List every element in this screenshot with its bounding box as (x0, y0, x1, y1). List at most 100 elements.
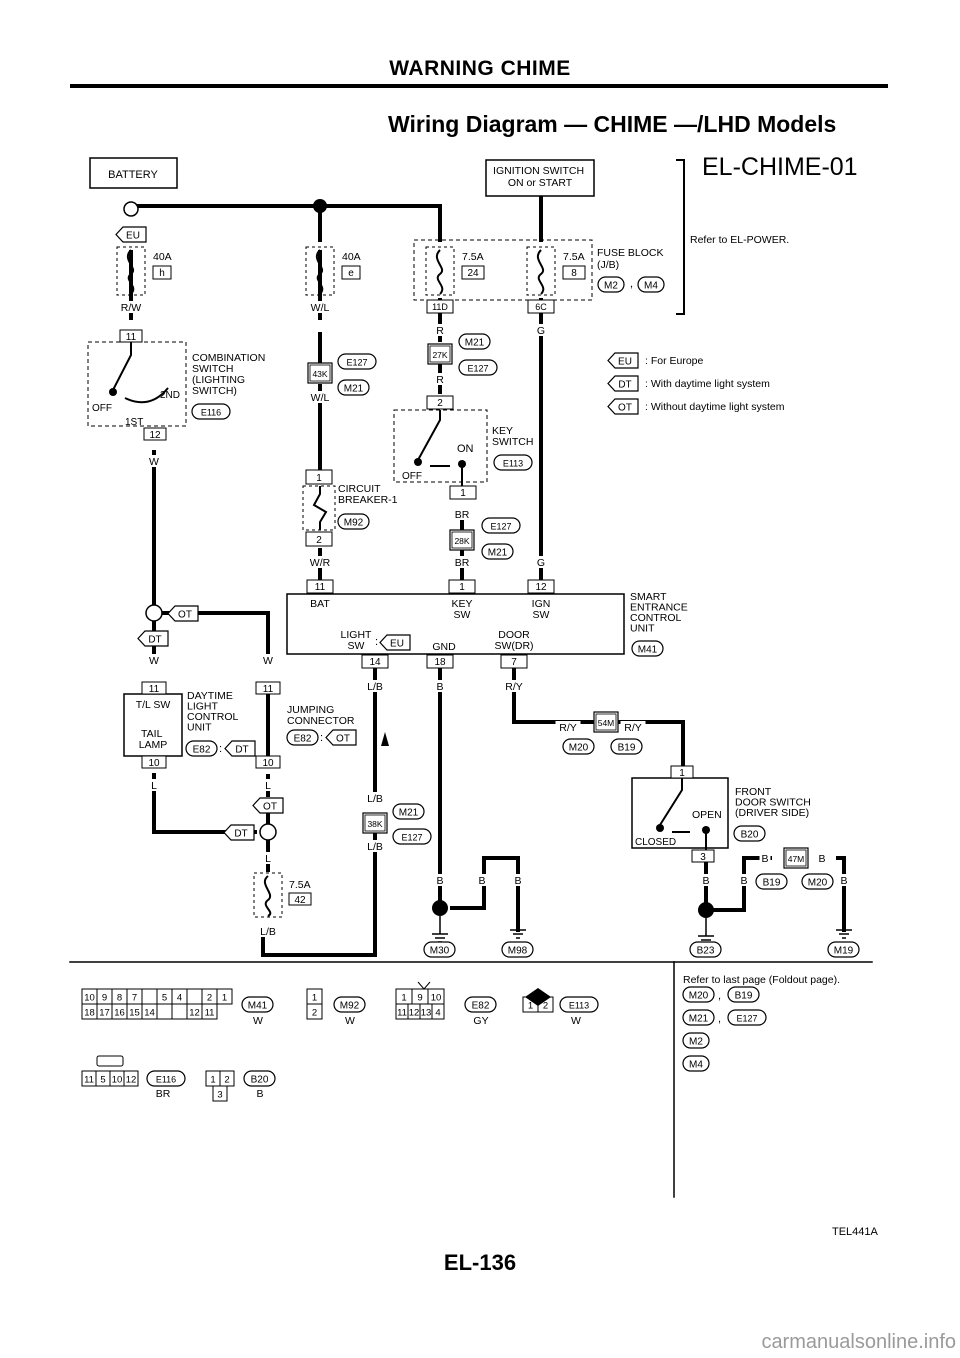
fuse-block-comma: , (630, 278, 633, 290)
view-m92-pin-1: 1 (312, 993, 317, 1004)
tag-e113-text: E113 (503, 459, 523, 469)
view-m41-pin-7: 7 (132, 993, 137, 1004)
smart-label: SMART ENTRANCE CONTROL UNIT (630, 591, 691, 635)
page-number: EL-136 (443, 1250, 517, 1275)
wire-label-26: B (740, 875, 747, 887)
tag-m92-text: M92 (344, 518, 364, 529)
opt-eu-battery-text: EU (126, 231, 140, 242)
view-tag-e82: E82 (464, 996, 497, 1013)
door-line1: FRONT (735, 786, 772, 798)
jumping-term-11: 11 (263, 684, 274, 695)
tag-m21-d-text: M21 (399, 808, 419, 819)
wire-label-13: L/B (367, 681, 383, 693)
view-e116-pin-12: 12 (126, 1075, 137, 1086)
view-e82-top-pin-9: 9 (417, 993, 422, 1004)
view-b20-pin-1: 1 (210, 1075, 215, 1086)
tag-b20-text: B20 (741, 830, 759, 841)
view-e82-top-pin-1: 1 (401, 993, 406, 1004)
smart-light-eu-text: EU (390, 639, 404, 650)
wire-label-10: W/R (310, 557, 331, 569)
tag-m41: M41 (631, 640, 664, 657)
ref-tag-m4: M4 (682, 1055, 710, 1072)
tag-m20-a-text: M20 (569, 743, 589, 754)
fuse-h-amp: 40A (153, 251, 172, 263)
fuse-24-term: 11D (432, 302, 448, 312)
view-m92: 12 (306, 988, 323, 1020)
tag-ground-m98-text: M98 (508, 946, 528, 957)
ground-m30: M30 (423, 916, 456, 958)
daytime-line1: DAYTIME (187, 690, 233, 702)
breaker-label: CIRCUIT BREAKER-1 (338, 483, 398, 506)
breaker-term-2: 2 (316, 535, 322, 546)
tag-m20-a: M20 (562, 738, 595, 755)
wire-label-7: BR (455, 509, 470, 521)
smart-term-14: 14 (369, 657, 381, 668)
wire-label-19: L/B (367, 841, 383, 853)
opt-dt-combo: DT (137, 630, 169, 647)
view-tag-m41: M41 (241, 996, 274, 1013)
view-tag-e116-text: E116 (156, 1075, 176, 1085)
ignition-line2: ON or START (508, 177, 573, 189)
daytime-tail-lamp: TAIL LAMP (139, 728, 168, 751)
tag-e127-c-text: E127 (490, 522, 511, 532)
header-rule (70, 84, 888, 88)
combo-term-11: 11 (126, 332, 137, 343)
wire-label-15: R/Y (505, 681, 523, 693)
opt-ot-combo: OT (167, 605, 199, 622)
door-line3: (DRIVER SIDE) (735, 807, 809, 819)
combo-line3: (LIGHTING (192, 374, 245, 386)
jumping-line1: JUMPING (287, 704, 334, 716)
tag-m20-b: M20 (801, 873, 834, 890)
legend-opt-eu: EU (607, 352, 639, 369)
ref-tag-e127-text: E127 (736, 1014, 757, 1024)
view-e82-bottom-pin-12: 12 (409, 1008, 420, 1019)
tag-e127-b: E127 (458, 359, 498, 376)
tag-e127-c: E127 (481, 517, 521, 534)
daytime-label: DAYTIME LIGHT CONTROL UNIT (187, 690, 241, 734)
inline-27k-text: 27K (432, 350, 447, 360)
tag-fuse-block-m2-text: M2 (604, 281, 618, 292)
tag-m21-b-text: M21 (465, 338, 485, 349)
inline-38k: 38K (362, 812, 388, 834)
tag-fuse-block-m2: M2 (597, 276, 625, 293)
legend-opt-eu-text: EU (618, 357, 632, 368)
ref-tag-m20-text: M20 (689, 991, 709, 1002)
combo-term-12: 12 (149, 430, 161, 441)
combo-line1: COMBINATION (192, 352, 265, 364)
tag-e127-a: E127 (337, 353, 377, 370)
view-b20-pin-2: 2 (224, 1075, 229, 1086)
tag-fuse-block-m4: M4 (637, 276, 665, 293)
smart-term-label-1-1: SW (454, 609, 471, 621)
wire-label-23: B (478, 875, 485, 887)
tag-m92: M92 (337, 513, 370, 530)
view-b20-pin-3: 3 (217, 1090, 222, 1101)
combo-pos-2nd: 2ND (160, 390, 180, 401)
tag-e127-b-text: E127 (467, 364, 488, 374)
wire-label-27: B (840, 875, 847, 887)
key-pos-on: ON (457, 443, 474, 455)
inline-27k: 27K (427, 343, 453, 365)
wire-label-21: L/B (260, 926, 276, 938)
view-e116-pin-11: 11 (84, 1075, 94, 1086)
tag-m21-a: M21 (337, 379, 370, 396)
view-tag-m92-text: M92 (340, 1001, 360, 1012)
smart-line1: SMART (630, 591, 667, 603)
smart-term-label-12-0: IGN (532, 598, 551, 610)
wire-label-22: B (436, 875, 443, 887)
daytime-line4: UNIT (187, 722, 212, 734)
tail-line1: TAIL (141, 728, 163, 740)
view-e116-color: BR (156, 1088, 171, 1100)
breaker-term-1: 1 (316, 473, 322, 484)
opt-eu-battery: EU (115, 226, 147, 243)
fuse-42-id: 42 (294, 895, 306, 906)
jumping-term-10: 10 (262, 758, 274, 769)
fuse-8-amp: 7.5A (563, 251, 585, 263)
ref-tag-m2-text: M2 (689, 1037, 703, 1048)
